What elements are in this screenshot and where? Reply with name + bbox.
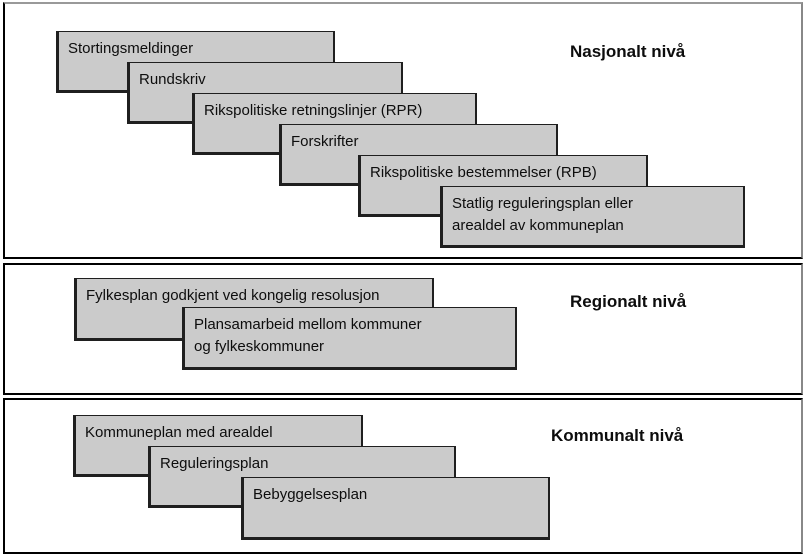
box-label: Rundskriv <box>139 71 206 88</box>
box-statlig-reguleringsplan: Statlig reguleringsplan eller arealdel a… <box>440 186 745 248</box>
box-label: Fylkesplan godkjent ved kongelig resolus… <box>86 287 380 304</box>
box-label: Bebyggelsesplan <box>253 486 368 503</box>
box-label: Kommuneplan med arealdel <box>85 424 273 441</box>
box-label: Rikspolitiske bestemmelser (RPB) <box>370 164 597 181</box>
section-label-kommunalt: Kommunalt nivå <box>551 426 684 445</box>
section-label-regionalt: Regionalt nivå <box>570 292 687 311</box>
box-label: Statlig reguleringsplan eller arealdel a… <box>452 195 633 234</box>
box-label: Rikspolitiske retningslinjer (RPR) <box>204 102 423 119</box>
box-label: Reguleringsplan <box>160 455 269 472</box>
box-bebyggelsesplan: Bebyggelsesplan <box>241 477 550 540</box>
box-label: Stortingsmeldinger <box>68 40 194 57</box>
box-plansamarbeid: Plansamarbeid mellom kommuner og fylkesk… <box>182 307 517 370</box>
box-label: Forskrifter <box>291 133 359 150</box>
section-label-nasjonalt: Nasjonalt nivå <box>570 42 686 61</box>
box-label: Plansamarbeid mellom kommuner og fylkesk… <box>194 316 422 355</box>
